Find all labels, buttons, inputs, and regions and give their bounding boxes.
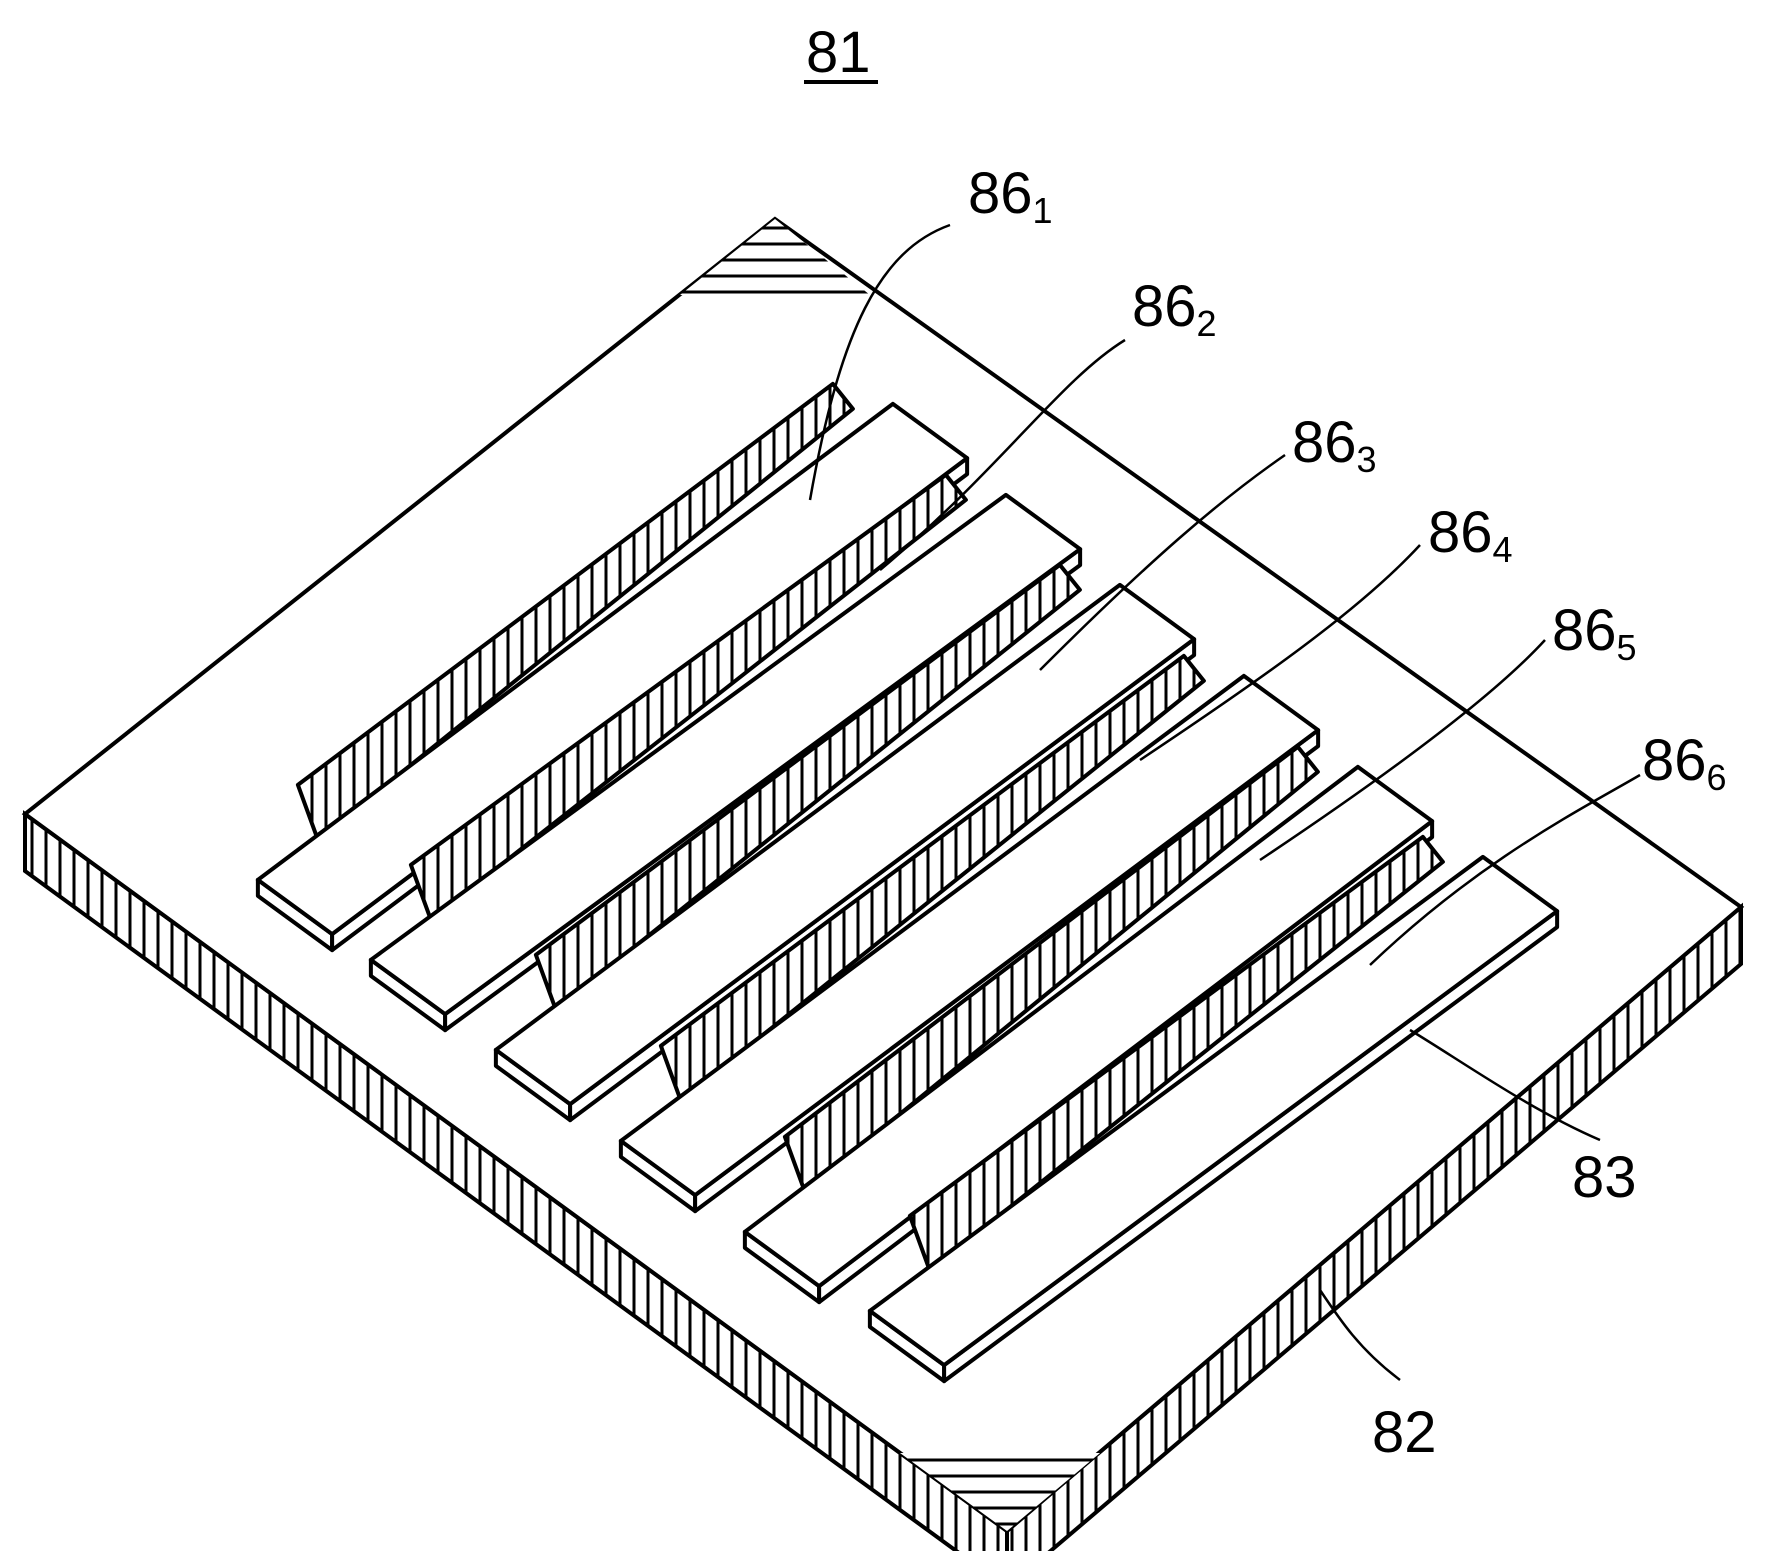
label-86-2: 862 [1132, 274, 1217, 344]
substrate-top-hatch [680, 219, 870, 295]
label-86-5: 865 [1552, 598, 1637, 668]
label-86-6: 866 [1642, 728, 1727, 798]
label-86-3: 863 [1292, 410, 1377, 480]
label-86-4: 864 [1428, 500, 1513, 570]
label-83: 83 [1572, 1145, 1637, 1210]
label-82: 82 [1372, 1400, 1437, 1465]
label-86-1: 861 [968, 161, 1053, 231]
figure-number: 81 [806, 20, 871, 85]
